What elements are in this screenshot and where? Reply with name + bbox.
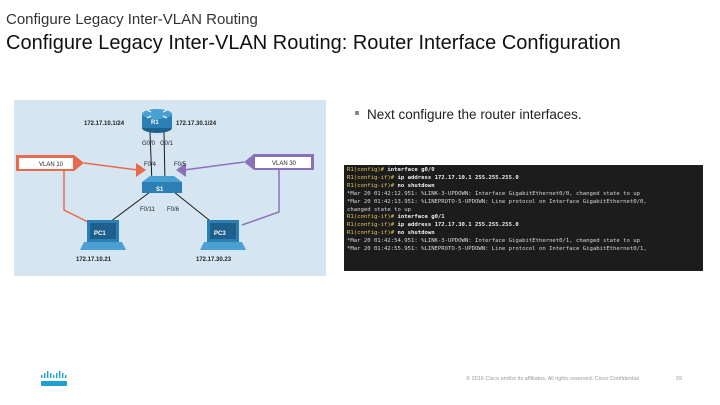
terminal-line: R1(config-if)# interface g0/1: [347, 214, 700, 222]
terminal-text: *Mar 20 01:42:12.951: %LINK-3-UPDOWN: In…: [347, 190, 640, 197]
terminal-line: R1(config)# interface g0/0: [347, 167, 700, 175]
terminal-prompt: R1(config-if)#: [347, 230, 395, 237]
cisco-logo-icon: [40, 370, 70, 388]
switch-s1-icon[interactable]: S1: [142, 176, 182, 193]
slide-title: Configure Legacy Inter-VLAN Routing: Rou…: [6, 32, 621, 54]
slide-subtitle: Configure Legacy Inter-VLAN Routing: [6, 11, 258, 28]
terminal-text: *Mar 20 01:42:13.951: %LINEPROTO-5-UPDOW…: [347, 198, 647, 205]
pc3-icon[interactable]: PC3: [200, 220, 246, 250]
terminal-text: interface g0/1: [394, 214, 445, 221]
pc1-ip: 172.17.10.21: [76, 257, 112, 263]
switch-port-f06: F0/6: [167, 207, 180, 213]
cable-r1-s1-right: [163, 131, 166, 185]
terminal-line: *Mar 20 01:42:55.951: %LINEPROTO-5-UPDOW…: [347, 246, 700, 254]
router-right-ip: 172.17.30.1/24: [176, 121, 217, 127]
terminal-prompt: R1(config-if)#: [347, 222, 395, 229]
terminal-line: *Mar 20 01:42:54.951: %LINK-3-UPDOWN: In…: [347, 238, 700, 246]
terminal-prompt: R1(config-if)#: [347, 214, 395, 221]
terminal-line: *Mar 20 01:42:13.951: %LINEPROTO-5-UPDOW…: [347, 199, 700, 207]
terminal-text: changed state to up: [347, 206, 411, 213]
switch-port-f05: F0/5: [174, 162, 187, 168]
router-r1-icon[interactable]: R1: [142, 109, 172, 133]
terminal-line: R1(config-if)# no shutdown: [347, 183, 700, 191]
footer-copyright: © 2016 Cisco and/or its affiliates. All …: [466, 376, 640, 382]
terminal-prompt: R1(config-if)#: [347, 174, 395, 181]
cable-r1-s1-left: [149, 131, 153, 185]
switch-label: S1: [156, 187, 164, 193]
terminal-line: R1(config-if)# no shutdown: [347, 230, 700, 238]
vlan10-arrow: VLAN 10: [16, 155, 146, 226]
terminal-line: R1(config-if)# ip address 172.17.30.1 25…: [347, 222, 700, 230]
router-label: R1: [151, 120, 159, 126]
router-left-ip: 172.17.10.1/24: [84, 121, 125, 127]
pc1-icon[interactable]: PC1: [80, 220, 126, 250]
terminal-text: *Mar 20 01:42:55.951: %LINEPROTO-5-UPDOW…: [347, 246, 647, 253]
terminal-text: ip address 172.17.10.1 255.255.255.0: [394, 174, 519, 181]
bullet-point: Next configure the router interfaces.: [355, 107, 582, 122]
terminal-text: ip address 172.17.30.1 255.255.255.0: [394, 222, 519, 229]
terminal-text: *Mar 20 01:42:54.951: %LINK-3-UPDOWN: In…: [347, 238, 640, 245]
switch-port-f011: F0/11: [140, 207, 156, 213]
terminal-line: R1(config-if)# ip address 172.17.10.1 25…: [347, 175, 700, 183]
pc3-ip: 172.17.30.23: [196, 257, 232, 263]
terminal-text: no shutdown: [394, 182, 435, 189]
terminal-prompt: R1(config-if)#: [347, 182, 395, 189]
bullet-icon: [355, 111, 359, 116]
bullet-text: Next configure the router interfaces.: [367, 107, 582, 122]
terminal-text: no shutdown: [394, 230, 435, 237]
router-port-g01: G0/1: [160, 141, 174, 147]
vlan30-label: VLAN 30: [272, 161, 297, 167]
page-number: 59: [676, 376, 683, 382]
pc3-label: PC3: [214, 231, 226, 237]
terminal-line: *Mar 20 01:42:12.951: %LINK-3-UPDOWN: In…: [347, 191, 700, 199]
vlan30-arrow: VLAN 30: [176, 154, 314, 226]
vlan10-label: VLAN 10: [39, 162, 64, 168]
pc1-label: PC1: [94, 231, 106, 237]
switch-port-f04: F0/4: [144, 162, 157, 168]
network-topology-diagram: VLAN 10 VLAN 30 R1 172.17.10.1/24 172.17…: [14, 100, 326, 276]
router-port-g00: G0/0: [142, 141, 156, 147]
terminal-text: interface g0/0: [384, 167, 435, 173]
terminal-prompt: R1(config)#: [347, 167, 385, 173]
terminal-line: changed state to up: [347, 207, 700, 215]
